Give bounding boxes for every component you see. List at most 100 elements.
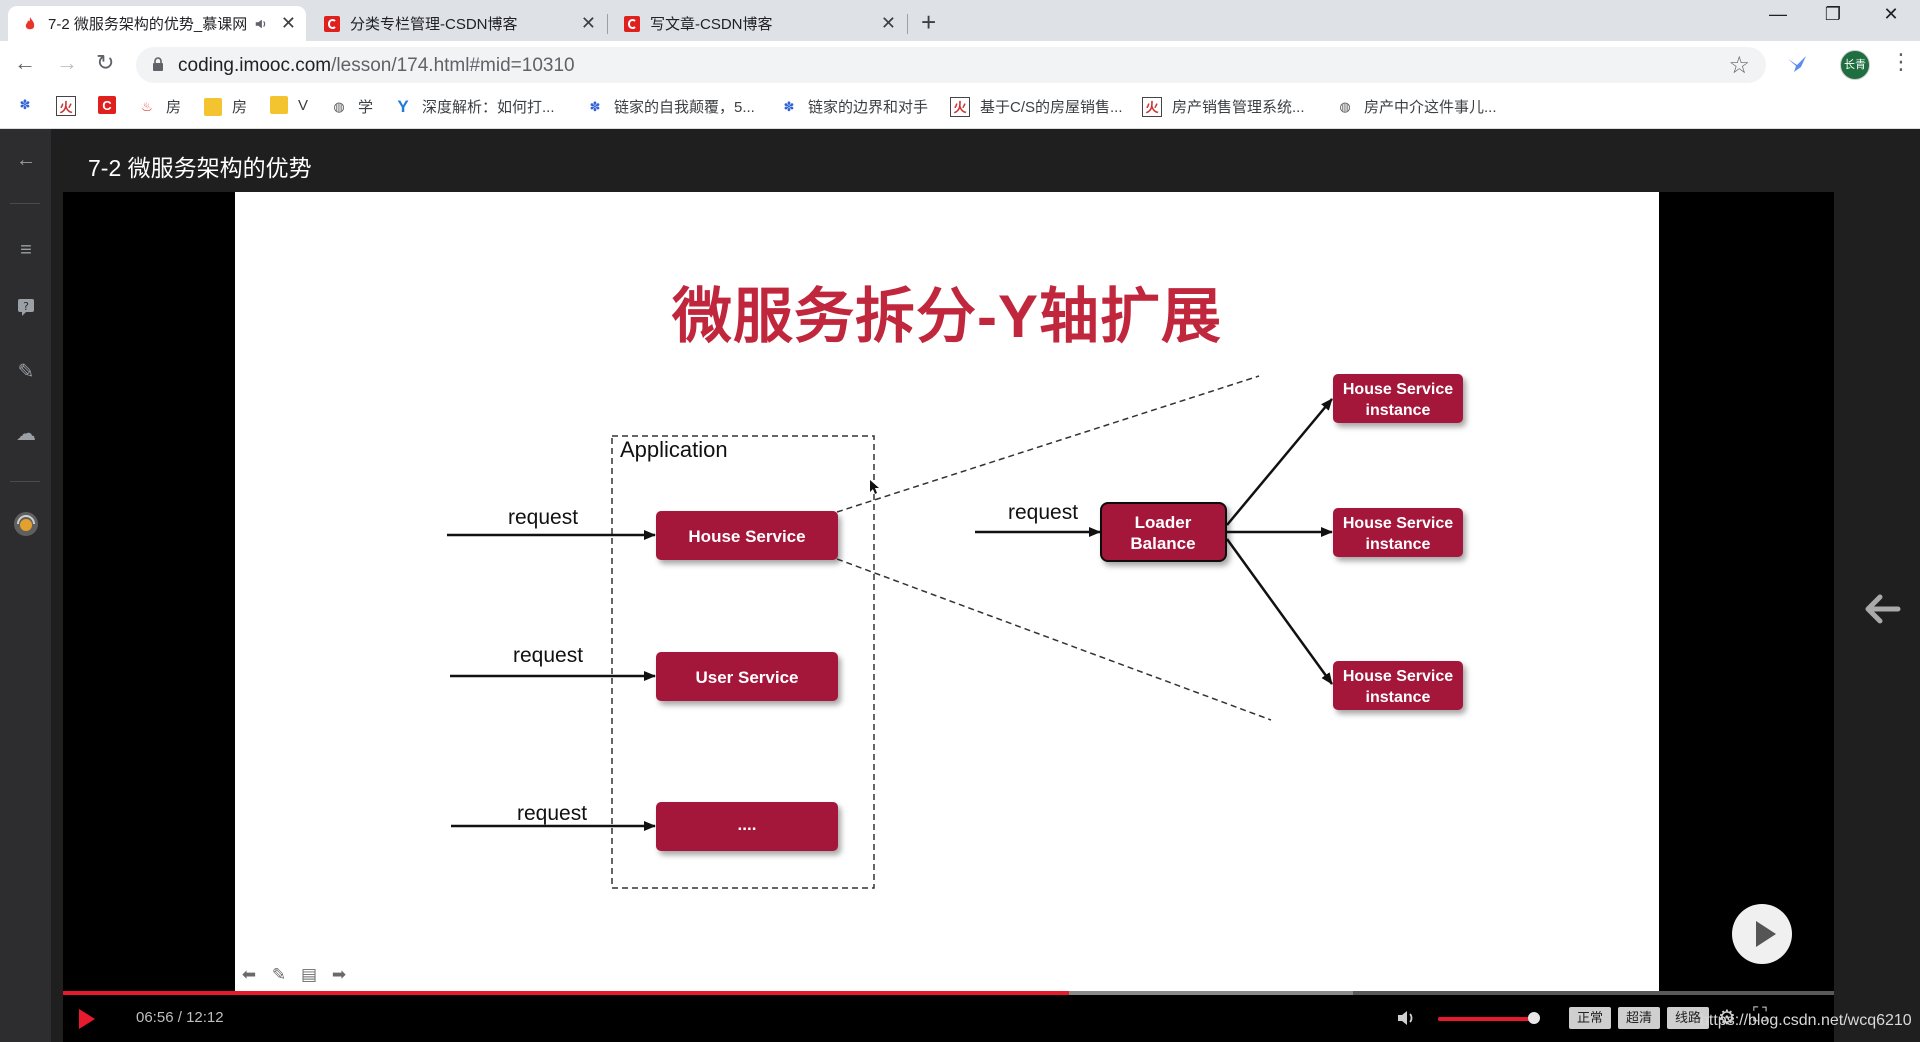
volume-knob[interactable] [1528, 1012, 1540, 1024]
bookmark-item[interactable]: C [98, 96, 126, 114]
fanout-arrow [1225, 538, 1334, 685]
user-service-box [656, 652, 838, 701]
route-button[interactable]: 线路 [1667, 1007, 1710, 1029]
tab-csdn-category[interactable]: 分类专栏管理-CSDN博客 ✕ [310, 6, 606, 41]
teacher-avatar-icon[interactable] [13, 511, 39, 537]
folder-icon [204, 97, 222, 116]
url-host: coding.imooc.com [178, 55, 332, 76]
volume-icon[interactable] [1395, 1007, 1417, 1029]
close-tab-icon[interactable]: ✕ [280, 13, 296, 33]
svg-text:?: ? [23, 300, 29, 313]
progress-played [63, 991, 1069, 995]
quality-hd-button[interactable]: 超清 [1618, 1007, 1661, 1029]
bookmark-label: 房 [166, 99, 182, 116]
note-pencil-icon[interactable]: ✎ [17, 361, 35, 383]
flame-icon: ♨ [141, 98, 153, 114]
bookmark-item[interactable]: 火基于C/S的房屋销售... [950, 96, 1123, 117]
browser-menu-icon[interactable]: ⋮ [1890, 49, 1912, 74]
close-tab-icon[interactable]: ✕ [580, 13, 596, 33]
settings-gear-icon[interactable]: ⚙ [1718, 1007, 1736, 1029]
bookmark-item[interactable]: 火房产销售管理系统... [1142, 96, 1305, 117]
csdn-icon: C [98, 96, 116, 114]
notes-icon[interactable]: ▤ [300, 965, 318, 984]
close-window-button[interactable]: ✕ [1883, 4, 1899, 24]
bookmark-item[interactable]: ♨房 [138, 96, 181, 117]
globe-icon: ◍ [333, 98, 345, 114]
next-slide-icon[interactable]: ➡ [331, 965, 347, 984]
user-service-label: User Service [695, 668, 798, 687]
quality-normal-button[interactable]: 正常 [1569, 1007, 1612, 1029]
tab-csdn-write[interactable]: 写文章-CSDN博客 ✕ [610, 6, 906, 41]
house-service-label: House Service [688, 527, 805, 546]
lock-icon [153, 57, 163, 71]
pen-icon[interactable]: ✎ [271, 965, 287, 984]
cloud-download-icon[interactable]: ☁ [16, 423, 36, 445]
bookmark-item[interactable]: ◍ 房产中介这件事儿... [1336, 96, 1497, 117]
chapter-list-icon[interactable]: ≡ [20, 239, 32, 261]
player-controls: 06:56 / 12:12 正常 超清 线路 ⚙ ⛶ [63, 995, 1834, 1042]
mouse-cursor-icon [870, 480, 879, 494]
tab-title: 写文章-CSDN博客 [650, 16, 773, 33]
next-lesson-arrow-icon[interactable] [1862, 589, 1902, 629]
address-bar[interactable]: coding.imooc.com/lesson/174.html#mid=103… [136, 47, 1766, 83]
progress-bar[interactable] [63, 991, 1834, 995]
url-path: /lesson/174.html#mid=10310 [331, 55, 575, 76]
bookmark-star-icon[interactable]: ☆ [1728, 52, 1750, 79]
video-area[interactable]: 微服务拆分-Y轴扩展 Application request re [63, 192, 1834, 1042]
prev-slide-icon[interactable]: ⬅ [241, 965, 257, 984]
paw-icon: ✽ [783, 98, 795, 114]
slide-title: 微服务拆分-Y轴扩展 [672, 283, 1222, 350]
lesson-page: ← ≡ ? ✎ ☁ 7-2 微服务架构的优势 微服务拆分-Y轴扩展 [0, 129, 1920, 1042]
tab-separator [607, 14, 608, 34]
bookmark-item[interactable]: ✽链家的自我颠覆，5... [586, 96, 755, 117]
tool-icon: 火 [56, 96, 76, 116]
instance-line2: instance [1366, 689, 1431, 706]
house-instance-box [1333, 374, 1463, 423]
bookmark-item[interactable]: ◍学 [330, 96, 373, 117]
sidebar-divider [10, 203, 40, 204]
restore-button[interactable]: ❐ [1824, 4, 1842, 24]
extension-bird-icon[interactable] [1786, 53, 1808, 75]
tab-title: 7-2 微服务架构的优势_慕课网 [48, 16, 248, 33]
minimize-button[interactable]: — [1769, 4, 1787, 24]
tab-strip: 7-2 微服务架构的优势_慕课网 ✕ 分类专栏管理-CSDN博客 ✕ 写文章-C… [0, 0, 1920, 41]
profile-avatar[interactable]: 长青 [1840, 50, 1870, 80]
back-arrow-icon[interactable]: ← [16, 149, 36, 171]
question-icon[interactable]: ? [13, 297, 39, 323]
close-tab-icon[interactable]: ✕ [880, 13, 896, 33]
bookmark-label: 房产销售管理系统... [1172, 99, 1305, 116]
globe-icon: ◍ [1339, 98, 1351, 114]
bookmark-label: 基于C/S的房屋销售... [980, 99, 1123, 116]
volume-slider[interactable] [1438, 1017, 1534, 1021]
new-tab-button[interactable]: + [921, 7, 937, 37]
browser-toolbar: ← → ↻ coding.imooc.com/lesson/174.html#m… [0, 41, 1920, 88]
bookmark-item[interactable]: ✽链家的边界和对手 [780, 96, 928, 117]
house-instance-box [1333, 661, 1463, 710]
reload-button[interactable]: ↻ [96, 50, 115, 75]
big-play-button[interactable] [1732, 904, 1792, 964]
tool-icon: 火 [1142, 96, 1162, 117]
bookmark-item[interactable]: 房 [204, 96, 247, 117]
play-icon[interactable] [79, 1009, 95, 1029]
back-button[interactable]: ← [14, 50, 36, 75]
player-sidebar: ← ≡ ? ✎ ☁ [0, 129, 51, 1042]
forward-button[interactable]: → [56, 50, 78, 75]
current-time: 06:56 [136, 1009, 174, 1026]
bookmark-item[interactable]: V [270, 96, 308, 114]
bookmark-item[interactable]: 火 [56, 96, 86, 116]
bookmark-label: 房产中介这件事儿... [1364, 99, 1497, 116]
bookmark-label: 深度解析：如何打... [422, 99, 555, 116]
sidebar-divider [10, 481, 40, 482]
house-service-box [656, 511, 838, 560]
instance-line2: instance [1366, 536, 1431, 553]
loader-balance-line1: Loader [1135, 513, 1192, 532]
zoom-dashed-line [836, 375, 1260, 513]
loader-balance-box [1100, 502, 1227, 562]
speaker-icon[interactable] [254, 17, 268, 31]
tab-imooc-lesson[interactable]: 7-2 微服务架构的优势_慕课网 ✕ [8, 6, 306, 41]
application-label: Application [620, 437, 728, 462]
tab-title: 分类专栏管理-CSDN博客 [350, 16, 518, 33]
bookmark-item[interactable]: ✽ [16, 96, 44, 114]
fullscreen-icon[interactable]: ⛶ [1753, 1004, 1767, 1026]
